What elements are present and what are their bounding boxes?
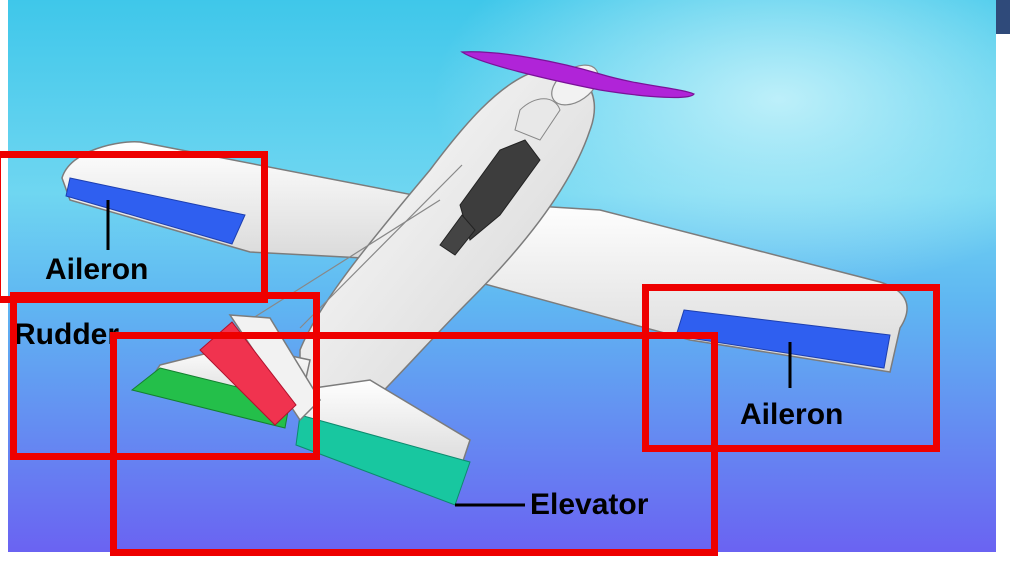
- label-aileron-left: Aileron: [45, 253, 149, 286]
- label-elevator: Elevator: [530, 488, 649, 521]
- cockpit-window: [459, 139, 541, 241]
- corner-tab: [996, 0, 1010, 34]
- label-aileron-right: Aileron: [740, 398, 844, 431]
- highlight-box-rudder: [10, 292, 320, 460]
- rudder: [199, 321, 297, 426]
- highlight-box-elevator: [110, 332, 718, 556]
- right-aileron: [675, 309, 891, 369]
- highlight-box-right-aileron: [642, 284, 940, 452]
- propeller-icon: [460, 51, 695, 99]
- label-rudder: Rudder: [14, 318, 119, 351]
- left-aileron: [65, 177, 246, 245]
- highlight-box-left-aileron: [0, 151, 268, 303]
